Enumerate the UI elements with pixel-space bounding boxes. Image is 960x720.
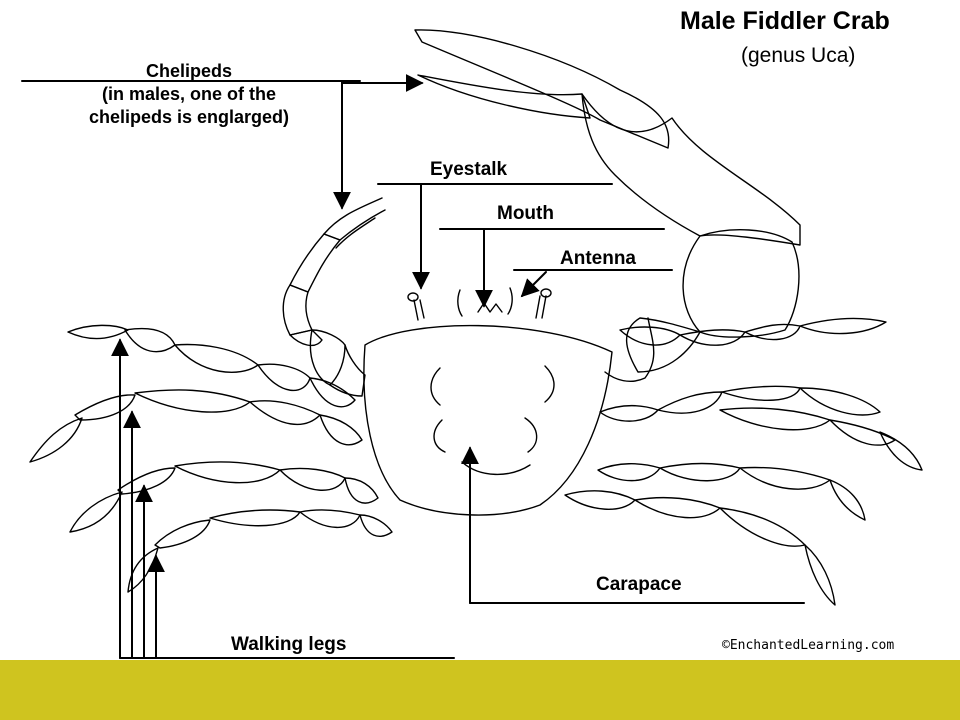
head-parts xyxy=(407,287,552,321)
diagram-title: Male Fiddler Crab xyxy=(680,7,890,35)
large-cheliped xyxy=(414,29,801,382)
chelipeds-label-line-2: (in males, one of the xyxy=(101,84,277,104)
small-cheliped xyxy=(282,197,386,397)
chelipeds-label: Chelipeds (in males, one of the cheliped… xyxy=(58,60,320,129)
left-walking-legs xyxy=(29,324,393,593)
antenna-label: Antenna xyxy=(560,248,636,269)
chelipeds-label-line-3: chelipeds is englarged) xyxy=(88,107,290,127)
chelipeds-label-line-1: Chelipeds xyxy=(145,61,233,81)
walking-legs-label: Walking legs xyxy=(231,634,347,655)
copyright-credit: ©EnchantedLearning.com xyxy=(722,638,895,653)
footer-color-bar xyxy=(0,660,960,720)
diagram-canvas: Male Fiddler Crab (genus Uca) Chelipeds … xyxy=(21,7,923,659)
leader-lines xyxy=(21,74,805,659)
carapace-shape xyxy=(363,324,613,516)
carapace-label: Carapace xyxy=(596,574,682,595)
mouth-label: Mouth xyxy=(497,203,554,224)
right-walking-legs xyxy=(564,317,923,606)
eyestalk-label: Eyestalk xyxy=(430,159,508,180)
crab-illustration xyxy=(21,29,923,659)
diagram-subtitle: (genus Uca) xyxy=(741,44,856,67)
